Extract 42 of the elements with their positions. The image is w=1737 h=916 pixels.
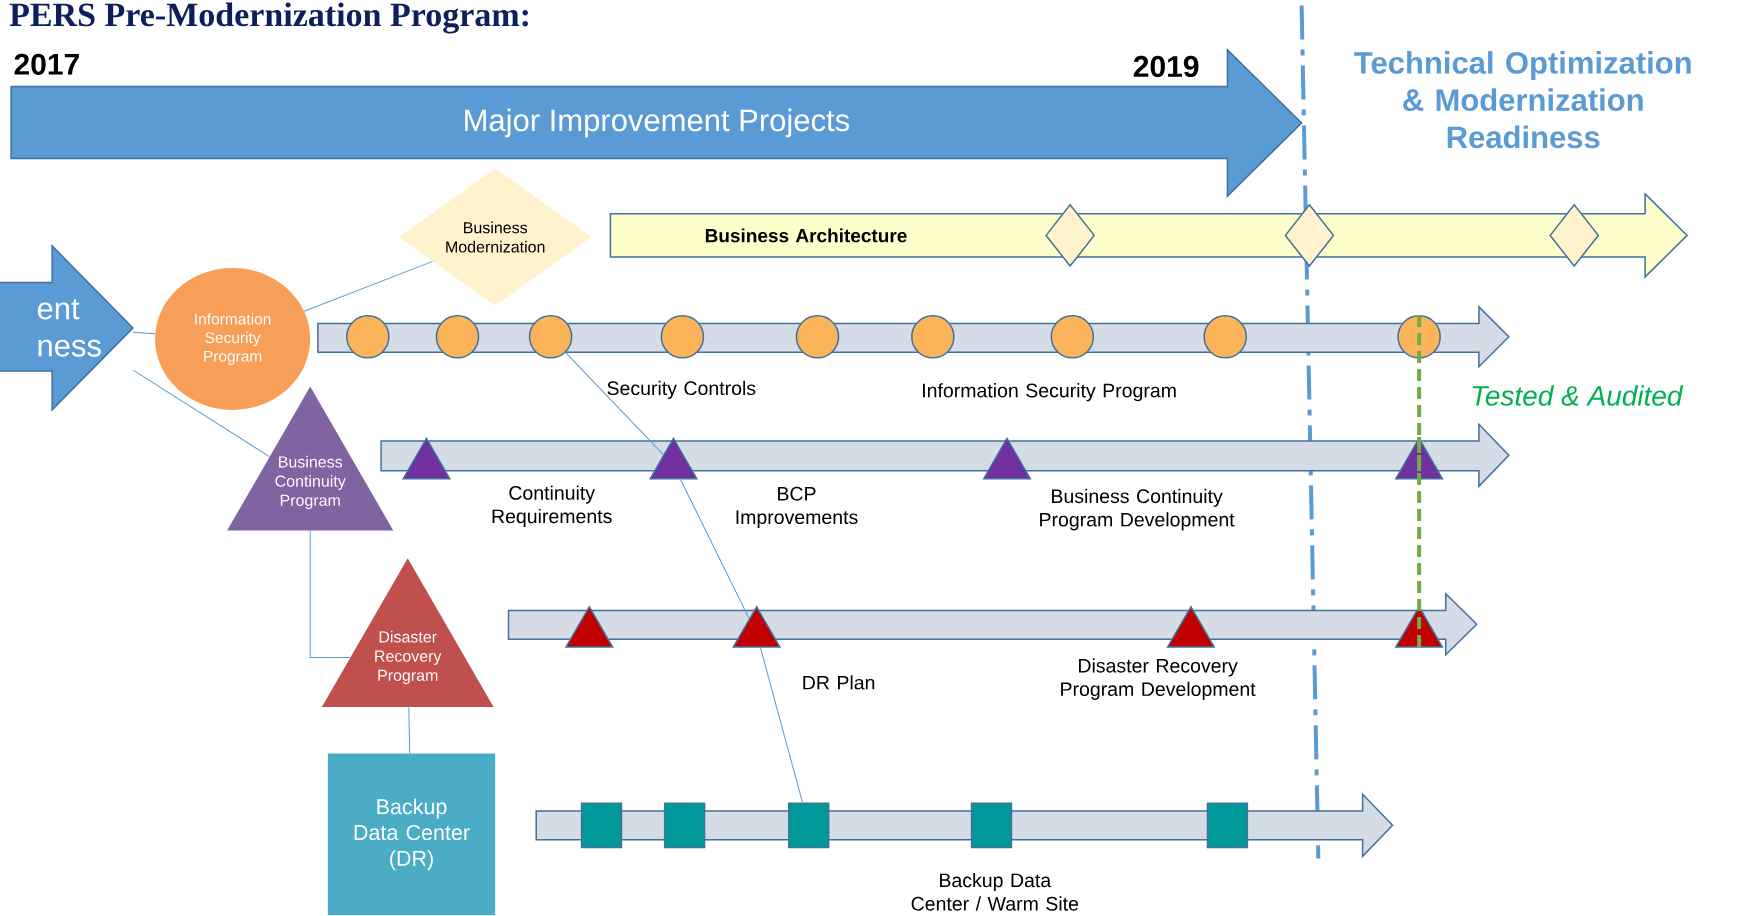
milestone-circle — [660, 315, 705, 359]
milestone-circle — [435, 315, 480, 359]
connector-line — [132, 331, 156, 335]
connector-line — [680, 478, 750, 619]
connector-line — [408, 706, 411, 754]
connector-line — [309, 530, 351, 658]
connector-line — [303, 260, 434, 312]
track-label: BCP Improvements — [736, 486, 858, 528]
program-triangle: Disaster Recovery Program — [321, 558, 494, 708]
connector-line — [759, 647, 803, 803]
milestone-circle — [1050, 315, 1095, 359]
milestone-circle — [1397, 315, 1441, 359]
milestone-circle — [528, 315, 573, 359]
milestone-circle — [795, 315, 840, 359]
track-label: Business Continuity Program Development — [1040, 488, 1235, 531]
connector-line — [1417, 436, 1422, 648]
connector-line — [132, 369, 270, 458]
track-label: Continuity Requirements — [492, 485, 612, 528]
milestone-circle — [911, 315, 955, 359]
track-label: Disaster Recovery Program Development — [1061, 658, 1256, 700]
title: PERS Pre-Modernization Program: — [9, 2, 528, 34]
milestone-square — [788, 802, 830, 849]
track-label: Information Security Program — [923, 383, 1176, 402]
milestone-circle — [346, 315, 390, 359]
connector-line — [565, 352, 664, 456]
program-triangle: Business Continuity Program — [227, 386, 394, 531]
timeline-bar — [507, 592, 1478, 657]
track-label: DR Plan — [803, 675, 875, 690]
heading-text: Tested & Audited — [1472, 385, 1684, 406]
heading-text: 2019 — [1133, 55, 1199, 78]
milestone-square — [970, 802, 1013, 849]
heading-text: Technical Optimization & Modernization Readiness — [1354, 51, 1691, 149]
milestone-circle — [1203, 315, 1247, 359]
program-box: Backup Data Center (DR) — [327, 753, 496, 916]
milestone-square — [1206, 802, 1249, 849]
track-label: Security Controls — [607, 380, 756, 399]
milestone-square — [580, 802, 623, 849]
track-label: Backup Data Center / Warm Site — [911, 872, 1079, 911]
timeline-bar: Business Architecture — [609, 192, 1689, 279]
heading-text: 2017 — [14, 53, 79, 75]
phase-banner: ent ness — [0, 244, 134, 412]
milestone-square — [663, 802, 706, 849]
